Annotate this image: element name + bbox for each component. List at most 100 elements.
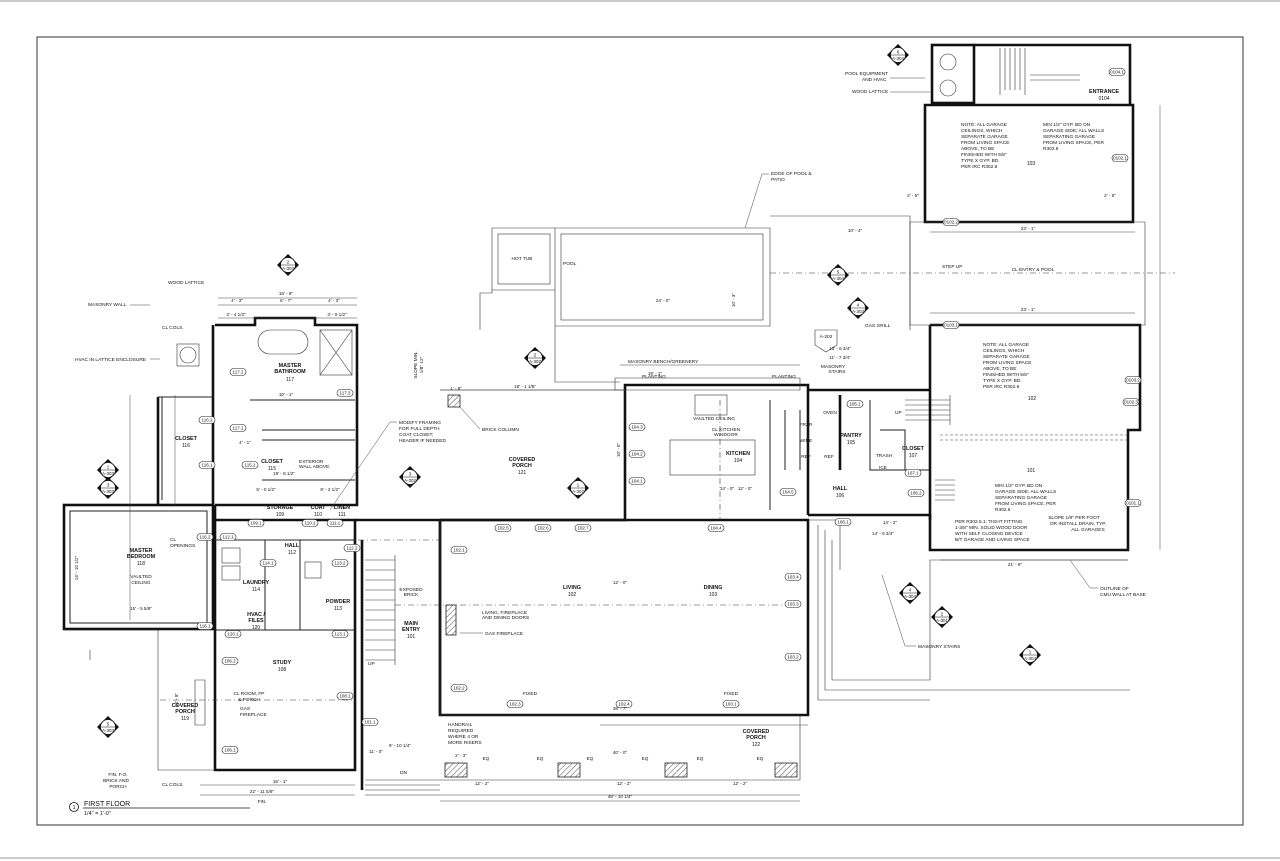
section-marker[interactable]: 5A-304 — [827, 264, 849, 286]
label-masonry-stairs: MASONRY STAIRS — [918, 644, 960, 650]
svg-text:102.2: 102.2 — [453, 686, 465, 691]
svg-text:A-304: A-304 — [892, 56, 905, 61]
svg-text:FROM LIVING SPACE, PER: FROM LIVING SPACE, PER — [1043, 140, 1104, 146]
svg-text:109: 109 — [276, 512, 285, 518]
section-marker[interactable]: 3A-302 — [399, 466, 421, 488]
label-step-up: STEP UP — [942, 264, 962, 270]
svg-text:PER IRC R302.6: PER IRC R302.6 — [961, 164, 998, 170]
svg-text:116.1: 116.1 — [200, 624, 211, 629]
svg-text:113: 113 — [334, 606, 342, 612]
svg-text:AND HVAC: AND HVAC — [862, 77, 887, 83]
svg-text:MASTER: MASTER — [279, 363, 302, 369]
svg-text:1/8" 12": 1/8" 12" — [419, 356, 425, 373]
svg-text:116.2: 116.2 — [200, 535, 211, 540]
dimension-label: 11' - 0" — [369, 749, 383, 754]
door-tag: 0102.3 — [1122, 398, 1140, 406]
door-tag: 109.1 — [247, 519, 265, 527]
label-a202: A-202 — [820, 334, 833, 340]
section-marker[interactable]: 2A-301 — [931, 606, 953, 628]
svg-text:OUTLINE OF: OUTLINE OF — [1100, 586, 1129, 592]
svg-text:111.1: 111.1 — [330, 521, 341, 526]
svg-text:1: 1 — [577, 483, 580, 488]
label-cl-cols-top: CL COLS. — [162, 325, 184, 331]
dimension-label: 12' - 2" — [475, 781, 490, 786]
door-tag: 113.2 — [331, 559, 349, 567]
svg-text:101: 101 — [407, 634, 416, 640]
section-marker[interactable]: 6A-304 — [887, 44, 909, 66]
dimension-label: 2' - 3" — [455, 753, 467, 758]
section-marker[interactable]: 2A-302 — [524, 347, 546, 369]
section-marker[interactable]: 5A-303 — [97, 716, 119, 738]
svg-text:2: 2 — [287, 260, 290, 265]
dimension-label: 10' - 1" — [279, 392, 294, 397]
door-tag: 107.1 — [904, 469, 922, 477]
section-marker[interactable]: 1A-303 — [97, 459, 119, 481]
svg-text:FINISHED WITH 5/8": FINISHED WITH 5/8" — [983, 372, 1029, 378]
door-tag: 0103.2 — [1124, 376, 1142, 384]
label-oven: OVEN — [823, 410, 837, 416]
svg-text:CLOSET: CLOSET — [902, 446, 925, 452]
svg-text:CMU WALL AT BASE: CMU WALL AT BASE — [1100, 592, 1146, 598]
section-marker[interactable]: 2A-303 — [277, 254, 299, 276]
dimension-label: 3' - 4 1/2" — [226, 312, 246, 317]
dimension-label: 14' - 10 1/2" — [74, 555, 79, 580]
section-marker[interactable]: 4A-303 — [847, 297, 869, 319]
label-vaulted-ceiling: VAULTED CEILING — [693, 416, 735, 422]
svg-text:LINEN: LINEN — [334, 505, 350, 511]
door-tag: 0104.1 — [1108, 68, 1126, 76]
svg-text:GARAGE SIDE; ALL WALLS: GARAGE SIDE; ALL WALLS — [995, 489, 1056, 495]
svg-text:SEPARATE GARAGE: SEPARATE GARAGE — [961, 134, 1008, 140]
door-tag: 105.1 — [846, 400, 864, 408]
svg-text:A-303: A-303 — [102, 489, 115, 494]
svg-text:A-303: A-303 — [852, 309, 865, 314]
section-marker[interactable]: 1A-304 — [1019, 644, 1041, 666]
svg-text:120.1: 120.1 — [227, 632, 239, 637]
svg-text:120: 120 — [252, 625, 261, 631]
svg-text:104.4: 104.4 — [710, 526, 722, 531]
svg-text:EXPOSED: EXPOSED — [399, 587, 423, 593]
svg-text:4: 4 — [909, 588, 912, 593]
svg-text:B/T GARAGE AND LIVING SPACE: B/T GARAGE AND LIVING SPACE — [955, 537, 1030, 543]
svg-text:A-304: A-304 — [1024, 656, 1037, 661]
svg-text:A-302: A-302 — [572, 489, 585, 494]
svg-text:107: 107 — [909, 453, 918, 459]
svg-text:ABOVE, TO BE: ABOVE, TO BE — [961, 146, 994, 152]
svg-text:106.2: 106.2 — [910, 491, 922, 496]
label-cl-cols-bottom: CL COLS. — [162, 782, 184, 788]
label-up-garage: UP — [895, 410, 902, 416]
door-tag: 117.1 — [229, 424, 247, 432]
svg-text:PORCH: PORCH — [512, 463, 532, 469]
svg-text:BATHROOM: BATHROOM — [274, 369, 306, 375]
door-tag: 116.1 — [196, 622, 214, 630]
fireplace — [445, 604, 457, 636]
svg-text:ALL GARAGES: ALL GARAGES — [1071, 527, 1104, 533]
section-marker[interactable]: 1A-302 — [567, 477, 589, 499]
svg-text:CLOSET: CLOSET — [261, 459, 284, 465]
svg-text:A-302: A-302 — [529, 359, 542, 364]
svg-text:MASTER: MASTER — [130, 548, 153, 554]
svg-text:PORCH: PORCH — [109, 784, 127, 790]
section-marker[interactable]: 3A-303 — [97, 477, 119, 499]
svg-text:A-303: A-303 — [102, 728, 115, 733]
svg-text:117.2: 117.2 — [233, 370, 244, 375]
dimension-label: 22' - 11 5/8" — [250, 789, 274, 794]
dimension-label: 14' - 8" — [174, 693, 179, 708]
svg-text:WINDOOR: WINDOOR — [714, 432, 738, 438]
door-tag: 102.6 — [534, 524, 552, 532]
svg-text:EXTERIOR: EXTERIOR — [299, 459, 324, 465]
svg-text:103.2: 103.2 — [787, 655, 799, 660]
section-marker[interactable]: 4A-304 — [899, 582, 921, 604]
svg-text:COAT: COAT — [311, 505, 327, 511]
door-tag: 104.3 — [628, 423, 646, 431]
svg-text:POWDER: POWDER — [326, 599, 350, 605]
svg-text:R302.6: R302.6 — [1043, 146, 1059, 152]
dimension-label: 23' - 1" — [1021, 226, 1036, 231]
